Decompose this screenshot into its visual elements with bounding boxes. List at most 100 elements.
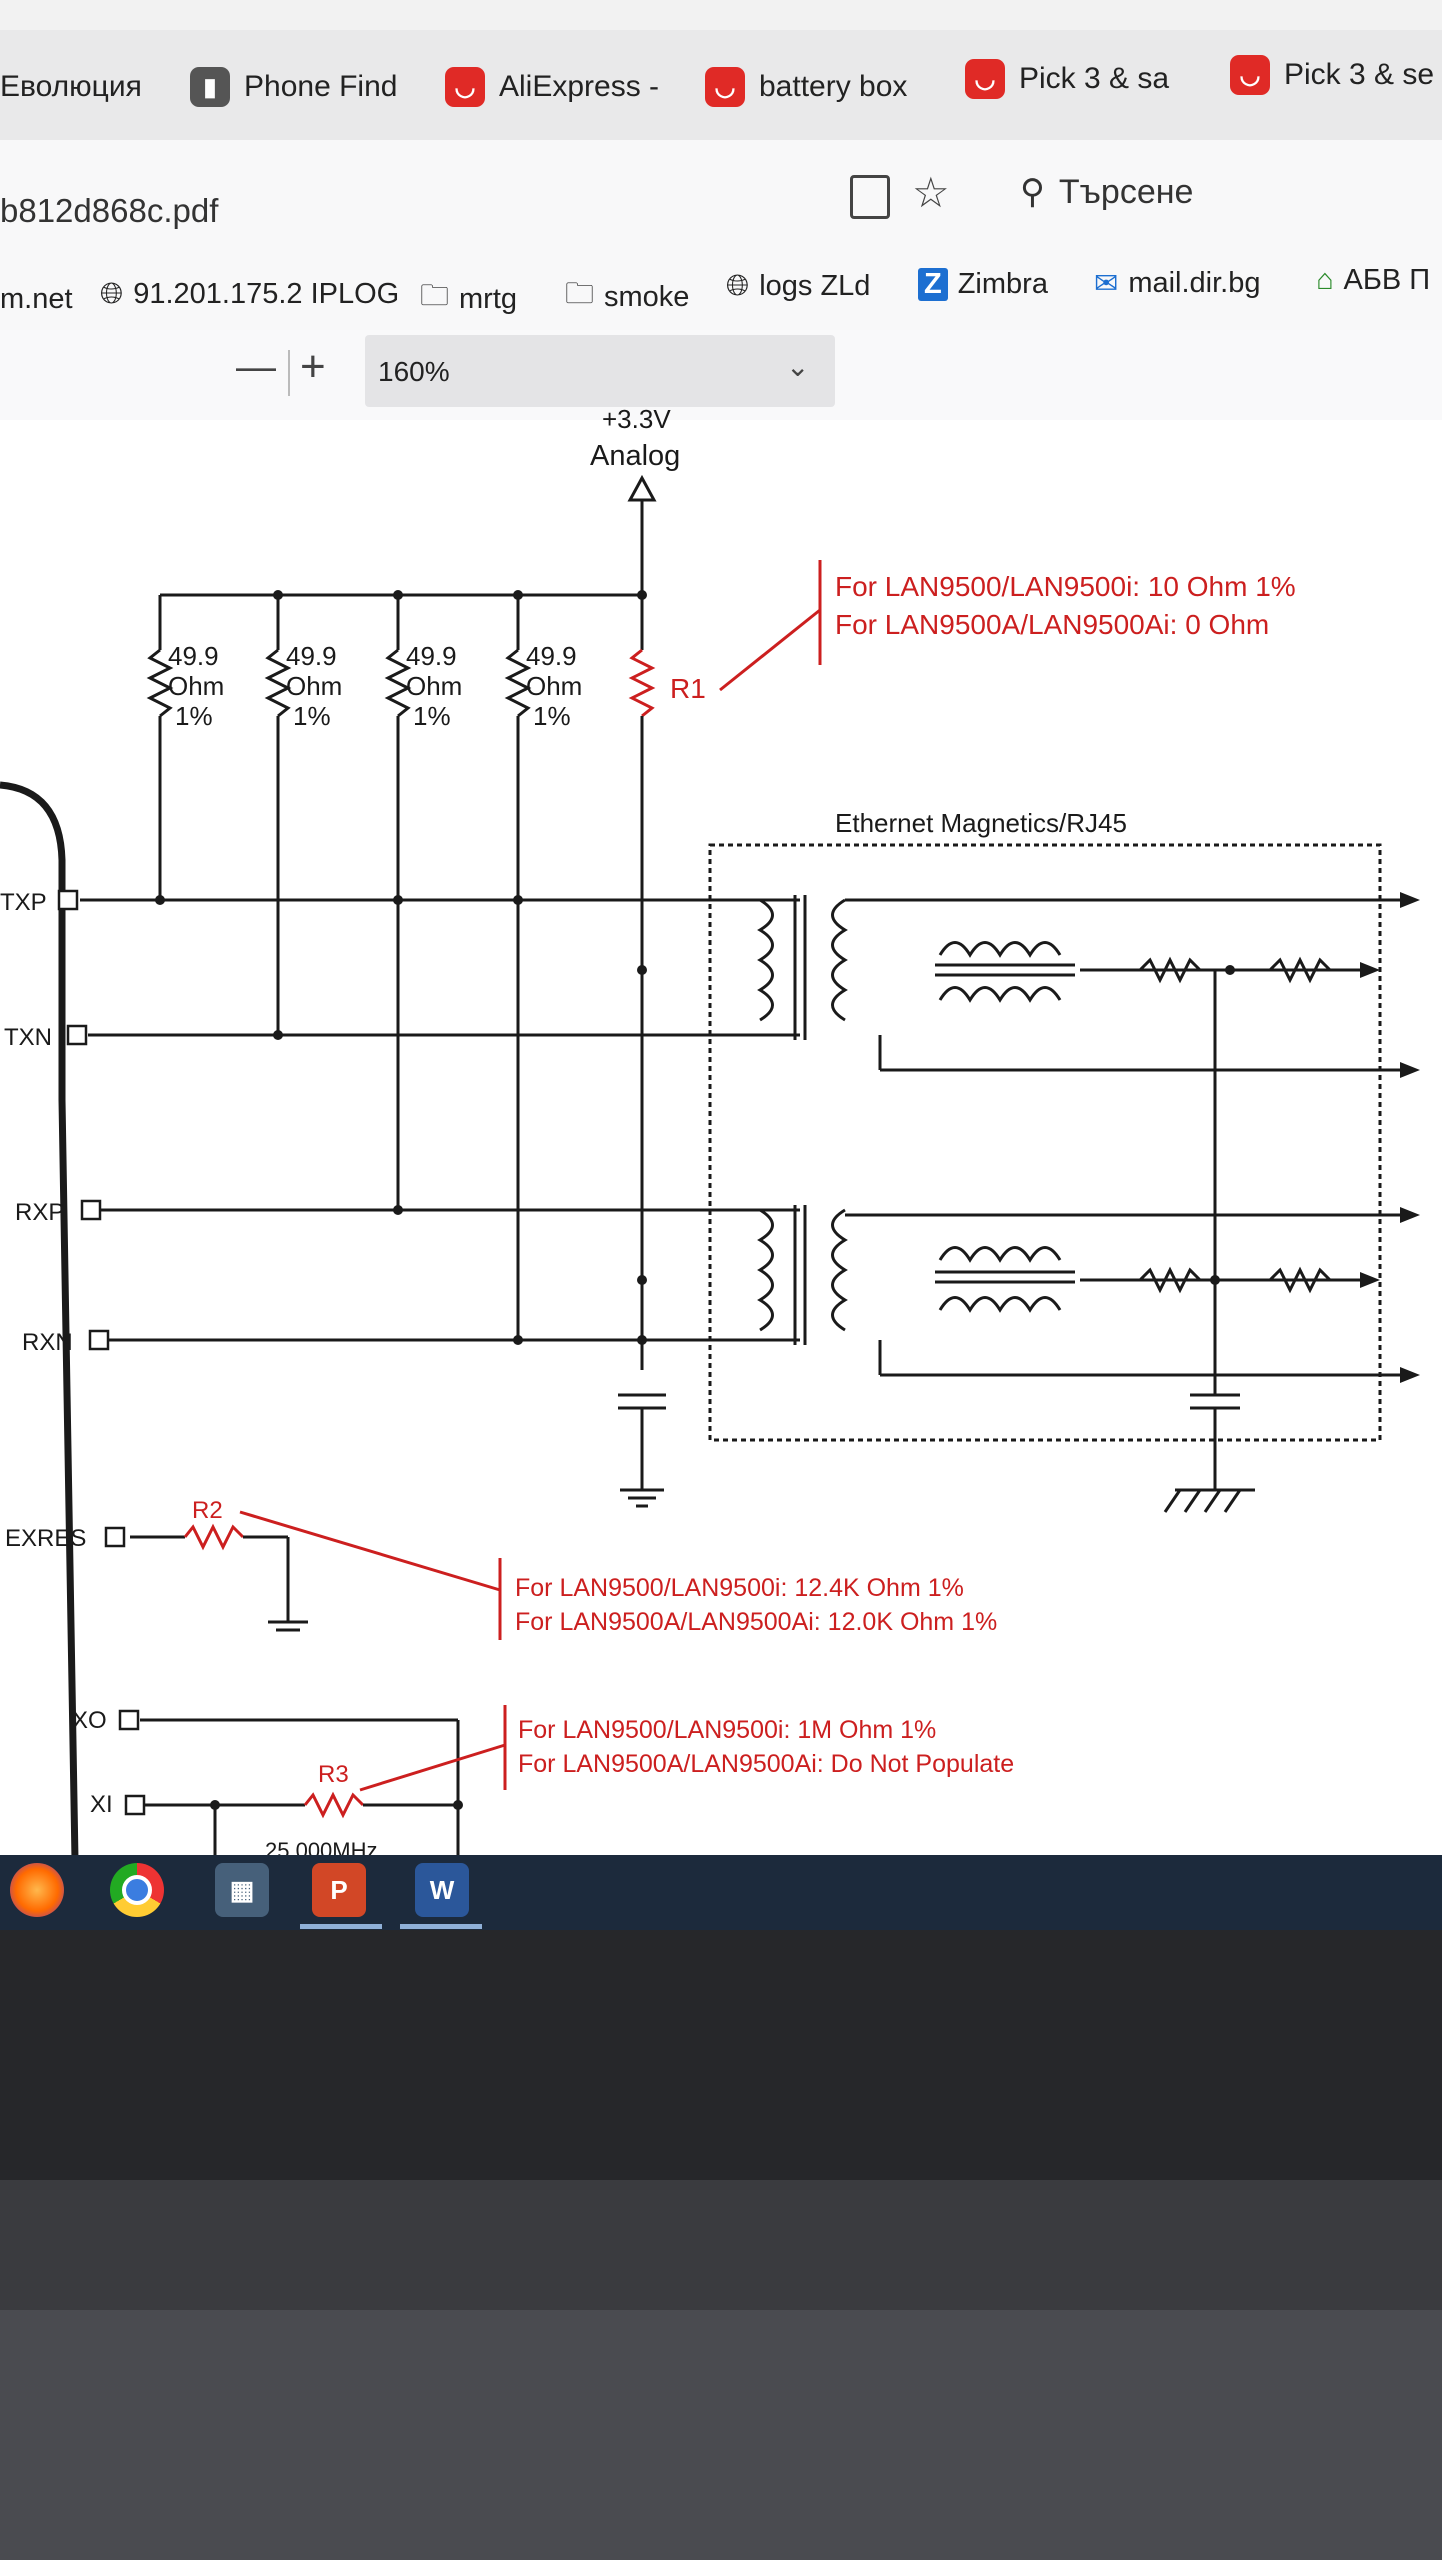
r2-note-line2: For LAN9500A/LAN9500Ai: 12.0K Ohm 1%: [515, 1608, 997, 1636]
bookmark-label: logs ZLd: [759, 270, 871, 302]
monitor-frame: [0, 2180, 1442, 2310]
r-term-4-value: 49.9: [526, 641, 577, 671]
aliexpress-icon: ◡: [445, 67, 485, 107]
home-icon: ⌂: [1316, 264, 1334, 296]
folder-icon: 🗀: [420, 280, 450, 312]
r-term-3-tol: 1%: [413, 701, 451, 731]
tab-pick3-a[interactable]: ◡ Pick 3 & sa: [965, 52, 1169, 106]
r1-label: R1: [670, 673, 706, 704]
tab-evolutsiya[interactable]: Еволюция: [0, 60, 142, 114]
r1-resistor: [628, 648, 656, 718]
rx-transformer: [757, 1205, 1400, 1377]
url-bar: [0, 140, 1442, 240]
tab-phone-find[interactable]: ▮ Phone Find: [190, 60, 397, 114]
r2-resistor: [183, 1523, 245, 1551]
search-icon: ⚲: [1020, 173, 1045, 211]
termination-resistors: [146, 595, 532, 1340]
r1-note-line2: For LAN9500A/LAN9500Ai: 0 Ohm: [835, 609, 1269, 640]
r3-label: R3: [318, 1761, 349, 1788]
r-term-2-value: 49.9: [286, 641, 337, 671]
junction-dots: [155, 590, 1235, 1810]
bookmark-mail-dir-bg[interactable]: ✉mail.dir.bg: [1094, 266, 1260, 301]
globe-icon: 🌐︎: [100, 278, 124, 310]
tx-transformer: [757, 895, 1400, 1072]
phone-icon: ▮: [190, 67, 230, 107]
active-app-indicator: [300, 1924, 382, 1929]
bookmark-label: 91.201.175.2 IPLOG: [133, 278, 400, 310]
pin-txp-label: TXP: [0, 889, 47, 916]
folder-icon: 🗀: [565, 278, 595, 310]
bookmark-smoke[interactable]: 🗀 smoke: [565, 273, 689, 322]
r-term-4-unit: Ohm: [526, 671, 582, 701]
r-term-3-unit: Ohm: [406, 671, 462, 701]
powerpoint-icon[interactable]: P: [312, 1863, 366, 1917]
supply-name-label: Analog: [590, 440, 680, 472]
r3-note-line2: For LAN9500A/LAN9500Ai: Do Not Populate: [518, 1750, 1014, 1778]
r-term-1-value: 49.9: [168, 641, 219, 671]
tab-aliexpress[interactable]: ◡ AliExpress -: [445, 60, 659, 114]
bookmark-mnet[interactable]: m.net: [0, 283, 73, 316]
zoom-value: 160%: [378, 356, 450, 387]
bookmark-label: m.net: [0, 283, 73, 315]
reader-view-icon[interactable]: [850, 175, 890, 219]
calculator-icon[interactable]: ▦: [215, 1863, 269, 1917]
pin-txn-label: TXN: [4, 1024, 52, 1051]
pin-xo-label: XO: [72, 1707, 107, 1734]
r2-label: R2: [192, 1497, 223, 1524]
tab-label: AliExpress -: [499, 70, 660, 103]
bookmark-label: Zimbra: [957, 268, 1048, 300]
monitor-bezel: [0, 1930, 1442, 2180]
bookmarks-bar: [0, 240, 1442, 341]
chevron-down-icon: ⌄: [786, 351, 810, 382]
bookmark-label: smoke: [604, 281, 690, 313]
zoom-in-button[interactable]: +: [300, 342, 326, 391]
r1-note-line1: For LAN9500/LAN9500i: 10 Ohm 1%: [835, 571, 1296, 602]
chrome-icon[interactable]: [110, 1863, 164, 1917]
bookmark-star-icon[interactable]: ☆: [912, 169, 950, 216]
bookmark-logs-zld[interactable]: 🌐︎ logs ZLd: [726, 270, 870, 303]
pin-exres-label: EXRES: [5, 1525, 86, 1552]
pin-rxp-label: RXP: [15, 1199, 64, 1226]
bookmark-label: mrtg: [459, 283, 518, 315]
search-box[interactable]: ⚲ Търсене: [1020, 172, 1193, 212]
aliexpress-icon: ◡: [705, 67, 745, 107]
zoom-out-button[interactable]: —: [236, 345, 276, 389]
bookmark-iplog[interactable]: 🌐︎ 91.201.175.2 IPLOG: [100, 278, 399, 311]
screen: Еволюция ▮ Phone Find ◡ AliExpress - ◡ b…: [0, 0, 1442, 1930]
schematic-diagram: +3.3V Analog Ethernet Magnetics/RJ45 49.…: [0, 404, 1420, 1860]
r2-note-line1: For LAN9500/LAN9500i: 12.4K Ohm 1%: [515, 1574, 964, 1602]
zoom-select[interactable]: [365, 335, 835, 407]
pin-rxn-label: RXN: [22, 1329, 73, 1356]
zimbra-icon: Z: [918, 268, 948, 301]
url-text[interactable]: b812d868c.pdf: [0, 192, 219, 229]
tab-label: Pick 3 & se: [1284, 58, 1435, 91]
pin-xi-label: XI: [90, 1791, 113, 1818]
aliexpress-icon: ◡: [1230, 55, 1270, 95]
tab-label: Pick 3 & sa: [1019, 62, 1170, 95]
bookmark-zimbra[interactable]: Z Zimbra: [918, 268, 1048, 301]
tab-label: Phone Find: [244, 70, 398, 103]
tab-battery-box[interactable]: ◡ battery box: [705, 60, 907, 114]
r-term-1-unit: Ohm: [168, 671, 224, 701]
aliexpress-icon: ◡: [965, 59, 1005, 99]
r3-resistor: [303, 1791, 365, 1819]
pdf-page: [0, 420, 1442, 1860]
globe-icon: 🌐︎: [726, 270, 750, 302]
tab-pick3-b[interactable]: ◡ Pick 3 & se: [1230, 48, 1434, 102]
tab-label: Еволюция: [0, 70, 142, 103]
bookmark-label: АБВ П: [1343, 264, 1431, 296]
supply-arrow: [627, 474, 657, 502]
active-app-indicator: [400, 1924, 482, 1929]
chip-outline: [0, 781, 79, 1860]
r-term-2-unit: Ohm: [286, 671, 342, 701]
desk-surface: [0, 2310, 1442, 2560]
firefox-icon[interactable]: [10, 1863, 64, 1917]
r-term-3-value: 49.9: [406, 641, 457, 671]
r3-note-line1: For LAN9500/LAN9500i: 1M Ohm 1%: [518, 1716, 936, 1744]
magnetics-label: Ethernet Magnetics/RJ45: [835, 808, 1127, 838]
bookmark-abv[interactable]: ⌂ АБВ П: [1316, 264, 1430, 297]
word-icon[interactable]: W: [415, 1863, 469, 1917]
r-term-1-tol: 1%: [175, 701, 213, 731]
r-term-2-tol: 1%: [293, 701, 331, 731]
bookmark-mrtg[interactable]: 🗀 mrtg: [420, 275, 517, 324]
